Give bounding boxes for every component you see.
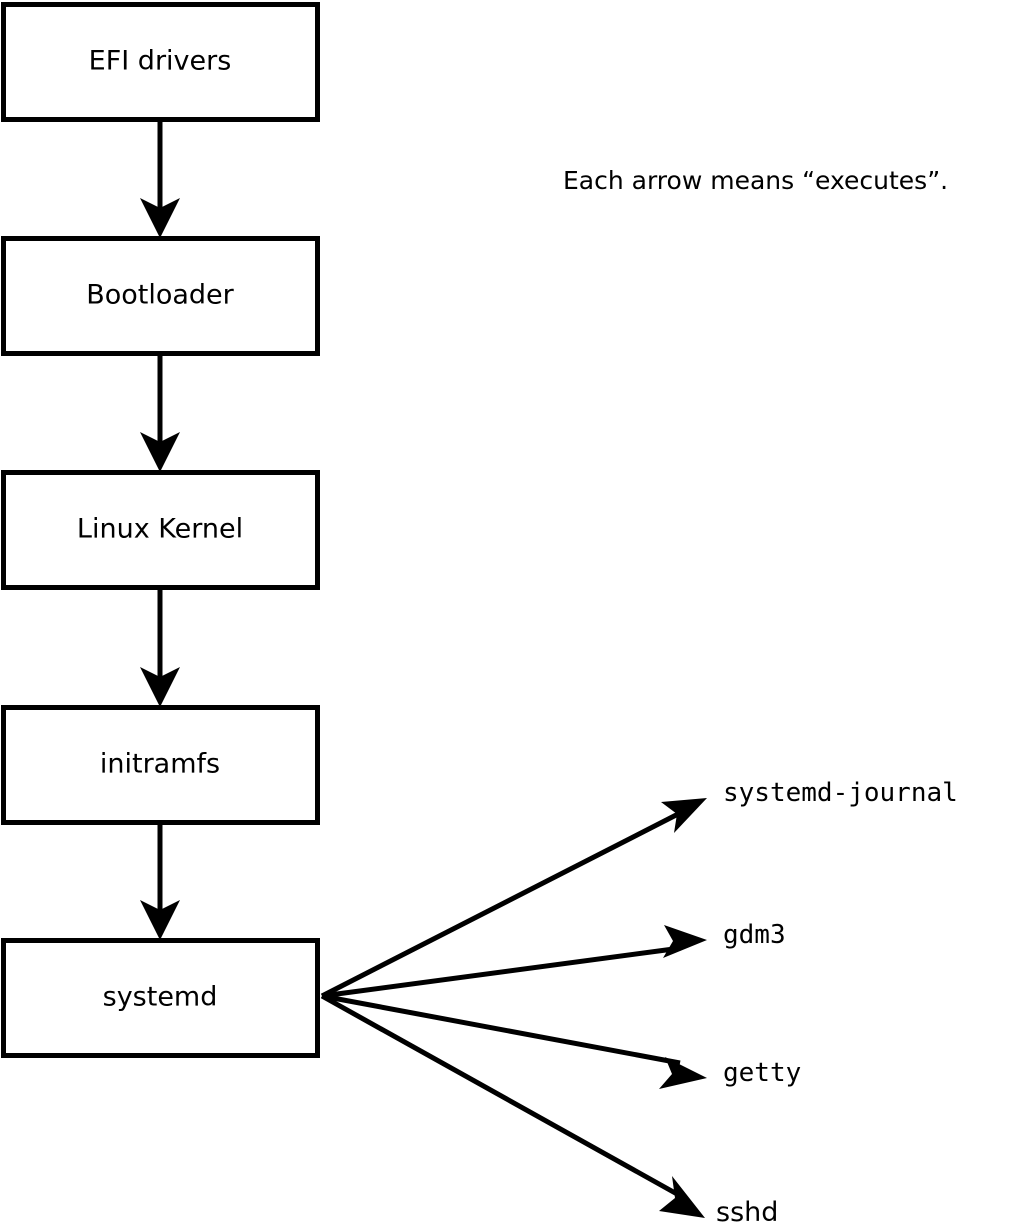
- box-outline: [1, 938, 320, 1058]
- service-label-sshd: sshd: [716, 1197, 778, 1228]
- box-outline: [1, 236, 320, 356]
- executes-arrow-systemd-to-sshd: [320, 993, 705, 1218]
- box-outline: [1, 2, 320, 122]
- executes-arrow-kernel-to-initramfs: [140, 588, 180, 707]
- box-outline: [1, 470, 320, 590]
- executes-arrow-systemd-to-gdm3: [321, 925, 707, 999]
- arrow-head-icon: [140, 432, 180, 472]
- arrow-head-icon: [659, 1057, 707, 1089]
- box-label: systemd: [103, 982, 218, 1013]
- process-box-efi-drivers[interactable]: EFI drivers: [1, 2, 320, 122]
- arrow-head-icon: [659, 1176, 705, 1218]
- executes-arrow-systemd-to-systemd-journal: [320, 798, 707, 999]
- legend-note: Each arrow means “executes”.: [563, 166, 948, 195]
- arrow-head-icon: [140, 667, 180, 707]
- process-box-systemd[interactable]: systemd: [1, 938, 320, 1058]
- executes-arrow-efi-to-bootloader: [140, 120, 180, 238]
- arrow-shaft: [320, 993, 679, 1197]
- arrow-head-icon: [140, 900, 180, 940]
- service-label-getty: getty: [723, 1058, 801, 1088]
- executes-arrow-initramfs-to-systemd: [140, 823, 180, 940]
- box-label: initramfs: [100, 749, 220, 780]
- box-label: Bootloader: [86, 280, 234, 311]
- arrow-head-icon: [661, 798, 707, 833]
- arrow-shaft: [321, 945, 682, 999]
- process-box-bootloader[interactable]: Bootloader: [1, 236, 320, 356]
- box-label: EFI drivers: [89, 46, 232, 77]
- process-box-linux-kernel[interactable]: Linux Kernel: [1, 470, 320, 590]
- executes-arrow-systemd-to-getty: [321, 993, 707, 1089]
- box-outline: [1, 705, 320, 825]
- arrow-shaft: [321, 993, 681, 1066]
- process-box-initramfs[interactable]: initramfs: [1, 705, 320, 825]
- service-label-gdm3: gdm3: [723, 920, 786, 950]
- arrow-shaft: [320, 809, 684, 999]
- arrow-head-icon: [140, 198, 180, 238]
- box-label: Linux Kernel: [77, 514, 243, 545]
- executes-arrow-bootloader-to-kernel: [140, 354, 180, 472]
- service-label-systemd-journal: systemd-journal: [723, 778, 958, 808]
- arrow-head-icon: [663, 925, 707, 958]
